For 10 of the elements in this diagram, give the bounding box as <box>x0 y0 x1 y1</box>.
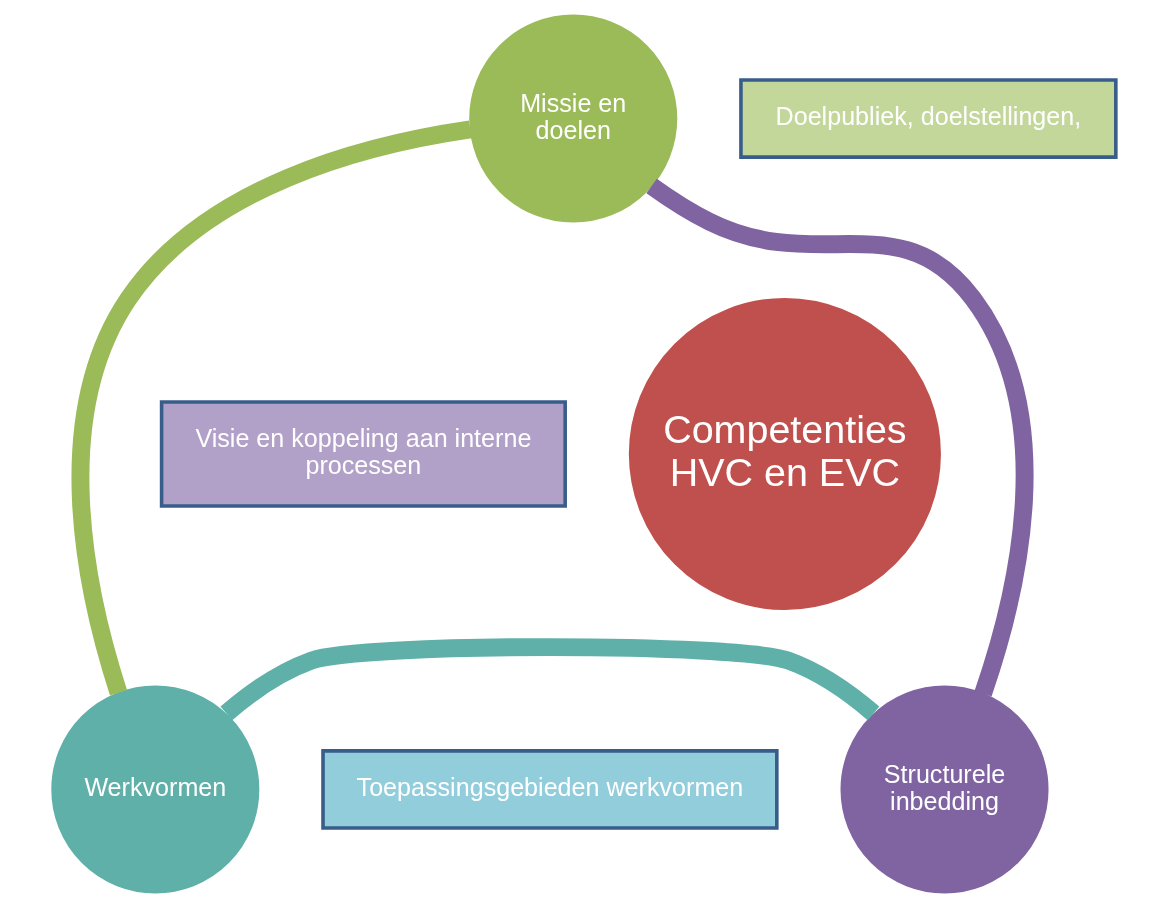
node-box: Visie en koppeling aan interne processen <box>159 400 567 508</box>
node-circle: Missie en doelen <box>469 14 678 223</box>
node-circle: Competenties HVC en EVC <box>628 297 941 611</box>
node-circle: Werkvormen <box>51 685 260 894</box>
connector <box>71 120 472 696</box>
connector <box>646 178 1034 697</box>
connector <box>220 638 880 721</box>
node-box: Toepassingsgebieden werkvormen <box>321 749 779 830</box>
node-box: Doelpubliek, doelstellingen, <box>739 78 1118 159</box>
node-circle: Structurele inbedding <box>840 685 1049 894</box>
